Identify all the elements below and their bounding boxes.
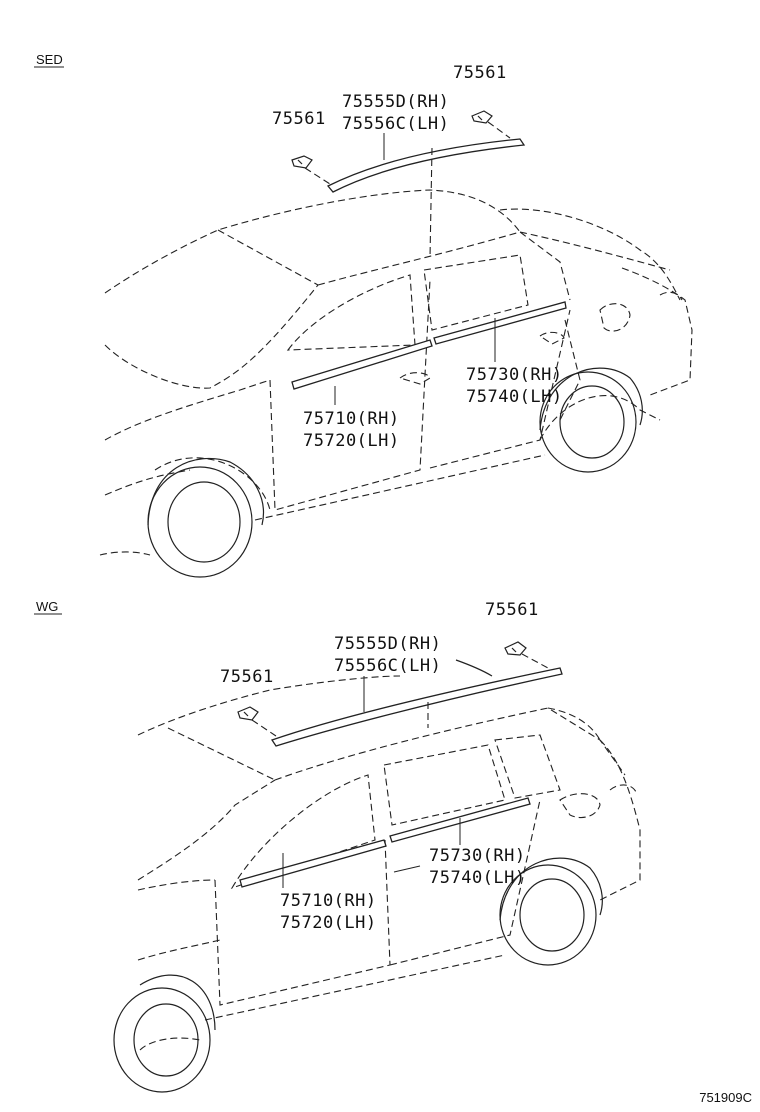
sedan-clip-left-icon xyxy=(291,155,331,185)
wagon-front-rh-label: 75710(RH) xyxy=(280,891,377,911)
sedan-roof-molding xyxy=(326,138,526,193)
wagon-clip-right-icon xyxy=(504,641,549,669)
sedan-clip-left-label: 75561 xyxy=(272,109,326,129)
diagram-reference-code: 751909C xyxy=(699,1090,752,1105)
sedan-front-rh-label: 75710(RH) xyxy=(303,409,400,429)
wagon-roof-lh-label: 75556C(LH) xyxy=(334,656,441,676)
sedan-car-outline xyxy=(99,189,693,556)
sedan-front-wheel xyxy=(147,457,264,578)
wagon-section: WG xyxy=(34,599,641,1093)
wagon-roof-rh-label: 75555D(RH) xyxy=(334,634,441,654)
sedan-front-lh-label: 75720(LH) xyxy=(303,431,400,451)
wagon-front-door-molding xyxy=(239,839,387,888)
wagon-rear-wheel xyxy=(499,857,603,966)
wagon-section-tag: WG xyxy=(36,599,58,614)
sedan-rear-rh-label: 75730(RH) xyxy=(466,365,563,385)
wagon-rear-lh-label: 75740(LH) xyxy=(429,868,526,888)
sedan-section: SED xyxy=(34,52,693,578)
wagon-car-outline xyxy=(137,675,641,1051)
sedan-rear-wheel xyxy=(539,367,643,473)
sedan-roof-rh-label: 75555D(RH) xyxy=(342,92,449,112)
wagon-clip-right-label: 75561 xyxy=(485,600,539,620)
sedan-rear-lh-label: 75740(LH) xyxy=(466,387,563,407)
wagon-rear-rh-label: 75730(RH) xyxy=(429,846,526,866)
sedan-clip-right-label: 75561 xyxy=(453,63,507,83)
sedan-roof-lh-label: 75556C(LH) xyxy=(342,114,449,134)
wagon-front-wheel xyxy=(113,974,216,1093)
wagon-clip-left-icon xyxy=(237,706,277,737)
sedan-rear-door-molding xyxy=(433,301,567,345)
sedan-section-tag: SED xyxy=(36,52,63,67)
wagon-front-lh-label: 75720(LH) xyxy=(280,913,377,933)
sedan-clip-right-icon xyxy=(471,110,511,139)
sedan-front-door-molding xyxy=(291,339,433,390)
wagon-roof-molding xyxy=(270,667,563,747)
wagon-clip-left-label-text: 75561 xyxy=(220,667,274,687)
